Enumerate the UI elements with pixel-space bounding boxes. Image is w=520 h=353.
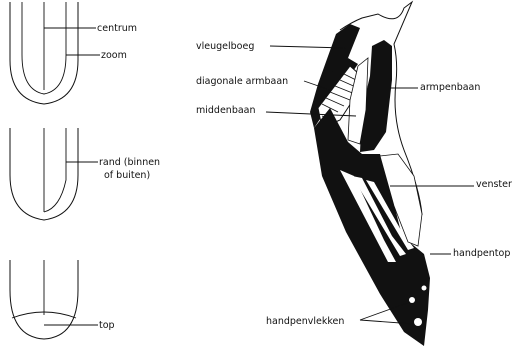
handpen-spot-2 [414,318,422,326]
label-middenbaan: middenbaan [196,105,256,116]
feather-2-inner-margin [44,128,66,212]
label-centrum: centrum [97,23,137,34]
feather-centrum-zoom: centrum zoom [10,2,137,104]
handpen-spot-3 [422,286,427,291]
label-handpentop: handpentop [453,248,510,259]
label-zoom: zoom [101,50,127,61]
label-handpenvlekken: handpenvlekken [266,316,344,327]
feather-rand: rand (binnen of buiten) [10,128,160,220]
feather-top: top [10,260,115,339]
label-armpenbaan: armpenbaan [420,82,480,93]
label-diagonale-armbaan: diagonale armbaan [196,76,288,87]
label-rand-line2: of buiten) [104,170,150,181]
label-vleugelboeg: vleugelboeg [196,41,254,52]
label-venster: venster [476,179,512,190]
label-top: top [99,320,115,331]
bird-wing [310,2,432,346]
label-rand-line1: rand (binnen [99,157,160,168]
